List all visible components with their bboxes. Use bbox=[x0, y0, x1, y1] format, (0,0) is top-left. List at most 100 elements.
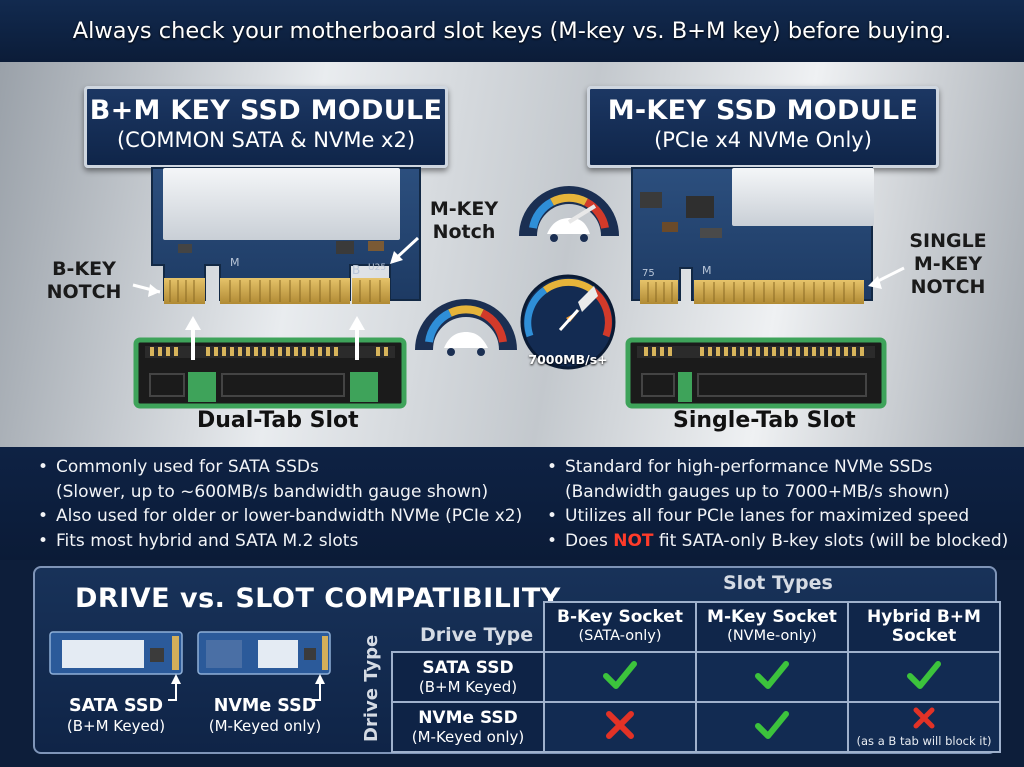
gold-fingers bbox=[164, 278, 205, 304]
callout-line: M-KEY bbox=[429, 198, 499, 220]
pcb-mark: M bbox=[230, 256, 240, 269]
column-sub: (NVMe-only) bbox=[727, 628, 817, 644]
m-key-title: M-KEY SSD MODULE bbox=[607, 95, 919, 126]
dual-tab-slot bbox=[133, 316, 407, 409]
table-row: NVMe SSD(M-Keyed only) (as a B tab will … bbox=[391, 701, 1001, 753]
slow-gauge-bottom bbox=[415, 299, 517, 356]
m-key-title-box: M-KEY SSD MODULE (PCIe x4 NVMe Only) bbox=[587, 86, 939, 168]
callout-line: B-KEY bbox=[52, 258, 116, 280]
bullet-continuation: (Slower, up to ~600MB/s bandwidth gauge … bbox=[56, 481, 489, 502]
drive-sub: (M-Keyed only) bbox=[208, 717, 322, 735]
bullet-text: fit SATA-only B-key slots (will be block… bbox=[653, 530, 1009, 551]
table-corner bbox=[392, 602, 544, 652]
drive-name: NVMe SSD bbox=[213, 696, 317, 716]
sata-ssd-caption: SATA SSD (B+M Keyed) bbox=[56, 696, 176, 735]
speed-label: 7000MB/s+ bbox=[528, 352, 608, 367]
bm-key-bullets: Commonly used for SATA SSDs (Slower, up … bbox=[38, 455, 522, 553]
column-name: M-Key Socket bbox=[707, 607, 837, 627]
m-key-subtitle: (PCIe x4 NVMe Only) bbox=[654, 128, 872, 152]
bullet-continuation: (Bandwidth gauges up to 7000+MB/s shown) bbox=[565, 481, 950, 502]
compat-cell: (as a B tab will block it) bbox=[847, 701, 1001, 753]
bullet-emphasis: NOT bbox=[613, 530, 654, 551]
bm-key-title-box: B+M KEY SSD MODULE (COMMON SATA & NVMe x… bbox=[84, 86, 448, 168]
bm-key-title: B+M KEY SSD MODULE bbox=[89, 95, 443, 126]
bullet-item: Standard for high-performance NVMe SSDs bbox=[547, 455, 1008, 480]
pcb-mark: U25 bbox=[368, 263, 386, 273]
compat-cell bbox=[543, 701, 697, 753]
b-key-notch-callout: B-KEY NOTCH bbox=[38, 258, 130, 304]
m-key-notch-callout: M-KEY Notch bbox=[418, 198, 510, 244]
nvme-ssd-caption: NVMe SSD (M-Keyed only) bbox=[197, 696, 333, 735]
row-header: SATA SSD(B+M Keyed) bbox=[391, 651, 545, 703]
column-header: B-Key Socket(SATA-only) bbox=[543, 601, 697, 653]
table-row: SATA SSD(B+M Keyed) bbox=[391, 651, 1001, 703]
m-key-label-sticker bbox=[732, 168, 874, 226]
drive-sub: (B+M Keyed) bbox=[66, 717, 166, 735]
banner-text: Always check your motherboard slot keys … bbox=[72, 18, 952, 44]
check-icon bbox=[755, 711, 789, 739]
bullet-section: Commonly used for SATA SSDs (Slower, up … bbox=[0, 447, 1024, 560]
callout-line: SINGLE bbox=[909, 230, 987, 252]
row-sub: (B+M Keyed) bbox=[418, 678, 518, 696]
gold-fingers bbox=[694, 280, 864, 304]
row-name: NVMe SSD bbox=[418, 708, 518, 728]
top-banner: Always check your motherboard slot keys … bbox=[0, 0, 1024, 62]
column-sub: Socket bbox=[891, 626, 957, 646]
gold-fingers bbox=[220, 278, 350, 304]
bullet-item: Utilizes all four PCIe lanes for maximiz… bbox=[547, 504, 1008, 529]
check-icon bbox=[603, 661, 637, 689]
table-header-row: B-Key Socket(SATA-only) M-Key Socket(NVM… bbox=[392, 601, 1001, 653]
check-icon bbox=[907, 661, 941, 689]
gold-fingers bbox=[352, 278, 390, 304]
column-name: Hybrid B+M bbox=[867, 607, 981, 627]
slot-types-label: Slot Types bbox=[723, 572, 833, 594]
callout-line: M-KEY bbox=[913, 253, 983, 276]
bm-key-module: M B U25 bbox=[132, 167, 421, 304]
drive-name: SATA SSD bbox=[69, 696, 163, 716]
compat-cell bbox=[847, 651, 1001, 703]
slot-key-tab bbox=[350, 372, 378, 402]
bullet-item: Fits most hybrid and SATA M.2 slots bbox=[38, 529, 522, 554]
row-sub: (M-Keyed only) bbox=[411, 728, 525, 746]
drive-type-vertical-label: Drive Type bbox=[361, 634, 382, 742]
dual-tab-slot-label: Dual-Tab Slot bbox=[197, 408, 359, 433]
compatibility-table: B-Key Socket(SATA-only) M-Key Socket(NVM… bbox=[391, 601, 1001, 753]
single-m-key-notch-callout: SINGLE M-KEY NOTCH bbox=[900, 230, 996, 300]
compatibility-title: DRIVE vs. SLOT COMPATIBILITY bbox=[75, 583, 561, 614]
callout-line: NOTCH bbox=[910, 276, 986, 299]
callout-line: NOTCH bbox=[46, 281, 122, 304]
pcb-mark: M bbox=[702, 264, 712, 277]
slot-key-tab bbox=[188, 372, 216, 402]
compat-cell bbox=[543, 651, 697, 703]
bullet-item: Also used for older or lower-bandwidth N… bbox=[38, 504, 522, 529]
pcb-mark: 75 bbox=[642, 268, 655, 279]
slow-gauge-top bbox=[519, 186, 619, 242]
drive-type-header: Drive Type bbox=[420, 624, 534, 646]
fast-gauge bbox=[520, 274, 616, 370]
cell-note: (as a B tab will block it) bbox=[856, 734, 992, 748]
check-icon bbox=[755, 661, 789, 689]
compat-cell bbox=[695, 651, 849, 703]
bm-key-subtitle: (COMMON SATA & NVMe x2) bbox=[116, 128, 416, 152]
row-header: NVMe SSD(M-Keyed only) bbox=[391, 701, 545, 753]
compat-cell bbox=[695, 701, 849, 753]
m-key-module: 75 M bbox=[631, 167, 905, 304]
single-tab-slot bbox=[625, 337, 887, 409]
single-tab-slot-label: Single-Tab Slot bbox=[673, 408, 856, 433]
bullet-item: Does NOT fit SATA-only B-key slots (will… bbox=[547, 529, 1008, 554]
column-name: B-Key Socket bbox=[557, 607, 683, 627]
column-sub: (SATA-only) bbox=[578, 628, 662, 644]
column-header: M-Key Socket(NVMe-only) bbox=[695, 601, 849, 653]
row-name: SATA SSD bbox=[422, 658, 514, 678]
bullet-item: Commonly used for SATA SSDs bbox=[38, 455, 522, 480]
cross-icon bbox=[606, 711, 634, 739]
slot-key-tab bbox=[678, 372, 692, 402]
bullet-text: Does bbox=[565, 530, 614, 551]
pcb-mark: B bbox=[352, 263, 360, 277]
callout-line: Notch bbox=[432, 221, 496, 244]
bm-key-label-sticker bbox=[163, 168, 400, 240]
m-key-bullets: Standard for high-performance NVMe SSDs … bbox=[547, 455, 1008, 553]
cross-icon bbox=[913, 707, 935, 729]
